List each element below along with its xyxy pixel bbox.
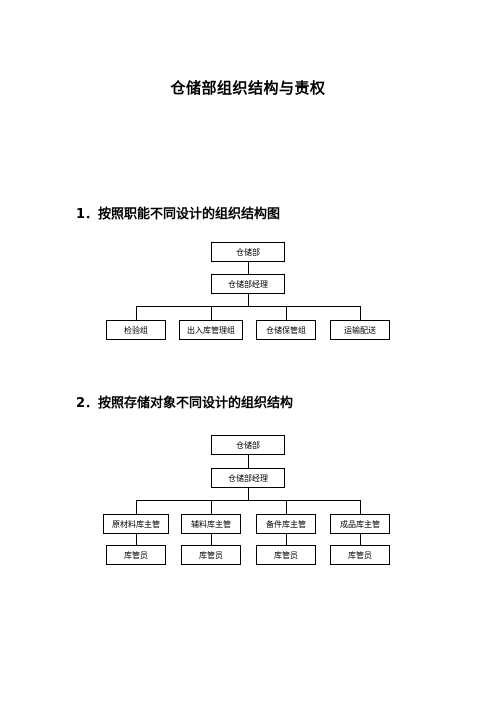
connector <box>248 488 249 500</box>
document-title: 仓储部组织结构与责权 <box>170 79 326 97</box>
connector <box>248 262 249 274</box>
org-node-root: 仓储部 <box>211 435 285 455</box>
org-node-child: 运输配送 <box>330 320 390 340</box>
connector <box>360 500 361 514</box>
org-node-child: 辅料库主管 <box>181 514 241 534</box>
connector <box>248 294 249 306</box>
org-node-child: 检验组 <box>106 320 166 340</box>
org-node-subordinate: 库管员 <box>256 545 316 565</box>
org-node-subordinate: 库管员 <box>330 545 390 565</box>
org-node-subordinate: 库管员 <box>106 545 166 565</box>
org-node-manager: 仓储部经理 <box>211 274 285 294</box>
org-node-child: 原材料库主管 <box>103 514 169 534</box>
connector-branch <box>136 306 361 307</box>
connector <box>136 500 137 514</box>
connector <box>286 306 287 320</box>
connector <box>286 534 287 545</box>
connector <box>360 306 361 320</box>
connector <box>211 500 212 514</box>
section-heading-storage-object: 2．按照存储对象不同设计的组织结构 <box>76 396 294 411</box>
org-node-manager: 仓储部经理 <box>211 468 285 488</box>
org-node-root: 仓储部 <box>211 242 285 262</box>
org-node-child: 出入库管理组 <box>179 320 243 340</box>
connector <box>248 455 249 468</box>
connector-branch <box>136 500 361 501</box>
org-node-subordinate: 库管员 <box>181 545 241 565</box>
org-node-child: 仓储保管组 <box>256 320 316 340</box>
org-node-child: 备件库主管 <box>256 514 316 534</box>
connector <box>286 500 287 514</box>
connector <box>360 534 361 545</box>
connector <box>211 306 212 320</box>
org-node-child: 成品库主管 <box>330 514 390 534</box>
connector <box>136 306 137 320</box>
connector <box>211 534 212 545</box>
connector <box>136 534 137 545</box>
section-heading-functional: 1．按照职能不同设计的组织结构图 <box>76 207 281 222</box>
